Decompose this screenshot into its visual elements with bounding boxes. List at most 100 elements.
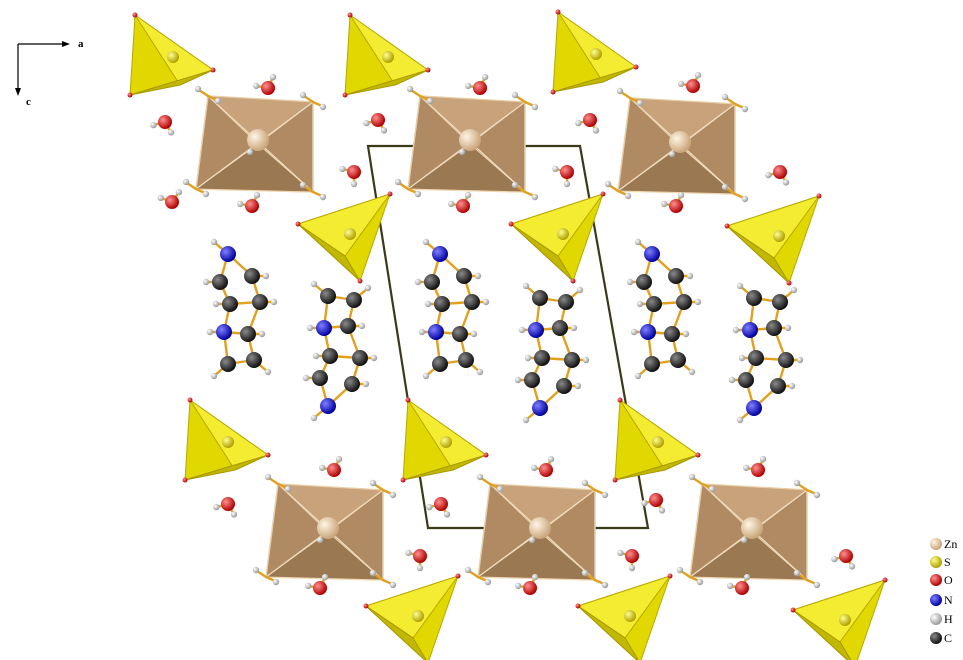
- zinc-atom: [529, 517, 551, 539]
- nitrogen-atom: [644, 246, 660, 262]
- nitrogen-atom: [532, 400, 548, 416]
- bond: [679, 569, 692, 579]
- hydrogen-atom: [658, 507, 666, 514]
- bond: [796, 482, 809, 492]
- hydrogen-atom: [736, 416, 744, 424]
- carbon-atom: [534, 350, 550, 366]
- bond: [724, 96, 737, 106]
- water-molecule: [726, 573, 751, 595]
- hydrogen-atom: [788, 382, 796, 390]
- carbon-atom: [244, 268, 260, 284]
- oxygen-vertex: [132, 12, 138, 18]
- hydrogen-atom: [530, 464, 538, 472]
- oxygen-vertex: [405, 397, 411, 403]
- hydrogen-atom: [264, 368, 272, 376]
- oxygen-vertex: [357, 278, 363, 284]
- hydrogen-atom: [563, 180, 571, 188]
- hydrogen-atom: [464, 191, 472, 199]
- hydrogen-atom: [272, 578, 280, 586]
- tetra-face: [184, 454, 269, 481]
- hydrogen-atom: [740, 536, 748, 544]
- oxygen-atom: [221, 497, 235, 511]
- hydrogen-atom: [464, 566, 472, 574]
- hydrogen-atom: [481, 73, 489, 81]
- hydrogen-atom: [496, 485, 504, 493]
- hydrogen-atom: [831, 555, 838, 563]
- hydrogen-atom: [518, 326, 526, 334]
- oxygen-atom-icon: [930, 574, 942, 586]
- hydrogen-atom: [362, 380, 370, 388]
- hydrogen-atom: [688, 368, 696, 376]
- carbon-atom: [564, 352, 580, 368]
- hydrogen-atom: [464, 82, 472, 90]
- water-molecule: [617, 549, 639, 572]
- sulfur-atom: [590, 48, 602, 60]
- hydrogen-atom: [202, 190, 210, 198]
- sulfur-atom: [412, 610, 424, 622]
- carbon-atom: [434, 296, 450, 312]
- oxygen-atom: [165, 195, 179, 209]
- hydrogen-atom: [369, 479, 377, 487]
- hydrogen-atom: [694, 71, 702, 79]
- hydrogen-atom: [634, 372, 642, 380]
- oxygen-vertex: [790, 607, 796, 613]
- hydrogen-atom: [511, 91, 519, 99]
- hydrogen-atom: [252, 82, 260, 90]
- tetra-face: [344, 69, 429, 96]
- oxygen-atom: [649, 493, 663, 507]
- hydrogen-atom: [458, 148, 466, 156]
- legend-label-s: S: [944, 555, 951, 569]
- hydrogen-atom: [813, 581, 821, 589]
- hydrogen-atom: [581, 569, 589, 577]
- hydrogen-atom: [682, 330, 690, 338]
- hydrogen-atom: [210, 238, 218, 246]
- hydrogen-atom: [310, 280, 318, 288]
- oxygen-atom: [523, 581, 537, 595]
- hydrogen-atom: [212, 300, 220, 308]
- oxygen-vertex: [187, 397, 193, 403]
- carbon-atom: [424, 274, 440, 290]
- bond: [397, 181, 410, 191]
- carbon-atom: [676, 294, 692, 310]
- c-axis-arrowhead: [15, 88, 21, 96]
- legend-item-s: S: [930, 555, 951, 569]
- hydrogen-atom: [616, 87, 624, 95]
- water-molecule: [514, 573, 539, 595]
- water-molecule: [464, 73, 489, 95]
- a-axis-label: a: [78, 38, 84, 50]
- c-axis-label: c: [26, 96, 31, 108]
- legend-item-h: H: [930, 612, 953, 626]
- oxygen-atom: [313, 581, 327, 595]
- hydrogen-atom: [350, 180, 358, 188]
- hydrogen-atom: [784, 324, 792, 332]
- hydrogen-atom: [514, 376, 522, 384]
- carbon-atom: [644, 356, 660, 372]
- hydrogen-atom: [759, 455, 767, 463]
- tetra-face: [129, 69, 214, 96]
- carbon-atom: [432, 356, 448, 372]
- bond: [197, 88, 210, 98]
- legend-label-c: C: [944, 631, 952, 645]
- hydrogen-atom: [175, 188, 183, 196]
- oxygen-vertex: [633, 64, 639, 70]
- hydrogen-atom: [369, 569, 377, 577]
- bond: [267, 476, 280, 486]
- bond: [796, 572, 809, 582]
- carbon-atom: [556, 378, 572, 394]
- oxygen-vertex: [612, 477, 618, 483]
- water-molecule: [236, 191, 261, 213]
- hydrogen-atom: [310, 414, 318, 422]
- legend-label-h: H: [944, 612, 953, 626]
- hydrogen-atom: [406, 85, 414, 93]
- hydrogen-atom: [476, 368, 484, 376]
- hydrogen-atom: [422, 238, 430, 246]
- hydrogen-atom: [617, 549, 624, 557]
- organic-cation: [302, 280, 378, 422]
- nitrogen-atom: [428, 324, 444, 340]
- hydrogen-atom: [528, 536, 536, 544]
- carbon-atom: [240, 326, 256, 342]
- oxygen-atom: [669, 199, 683, 213]
- hydrogen-atom: [531, 193, 539, 201]
- hydrogen-atom: [262, 272, 270, 280]
- zinc-atom: [669, 131, 691, 153]
